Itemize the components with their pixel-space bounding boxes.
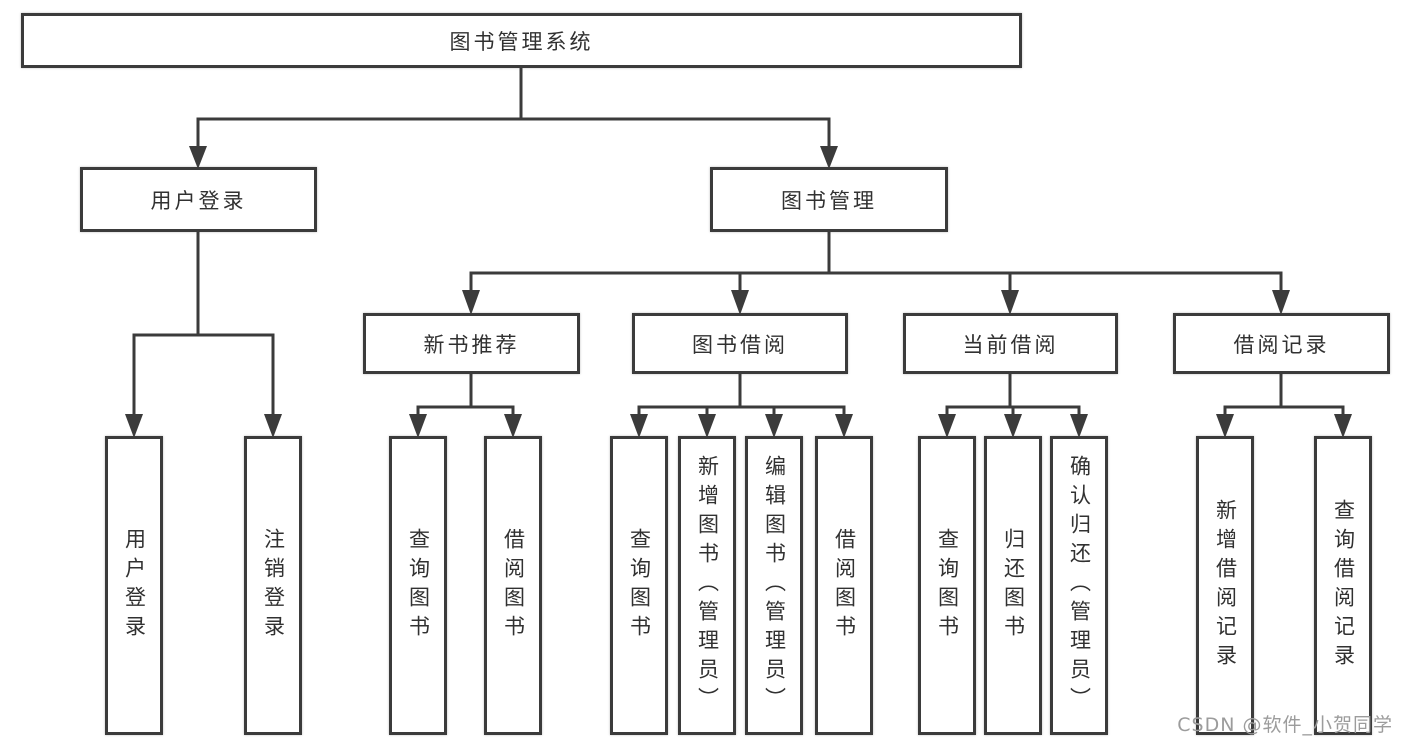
leaf-label: 查询借阅记录 (1331, 498, 1356, 673)
leaf-label: 用户登录 (122, 527, 147, 644)
node-leaf-borrow-books-borrowing: 借阅图书 (815, 436, 873, 735)
leaf-label: 查询图书 (406, 527, 431, 644)
node-leaf-return-book: 归还图书 (984, 436, 1042, 735)
leaf-label: 归还图书 (1001, 527, 1026, 644)
leaf-label: 新增图书（管理员） (695, 455, 720, 716)
node-leaf-query-books-recommend: 查询图书 (389, 436, 447, 735)
node-leaf-borrow-books-recommend: 借阅图书 (484, 436, 542, 735)
node-new-book-recommend: 新书推荐 (363, 313, 580, 374)
node-leaf-add-borrow-record: 新增借阅记录 (1196, 436, 1254, 735)
node-leaf-user-login: 用户登录 (105, 436, 163, 735)
node-borrowing-records: 借阅记录 (1173, 313, 1390, 374)
node-book-borrowing: 图书借阅 (632, 313, 848, 374)
leaf-label: 借阅图书 (832, 527, 857, 644)
node-leaf-confirm-return-admin: 确认归还（管理员） (1050, 436, 1108, 735)
node-leaf-query-borrow-record: 查询借阅记录 (1314, 436, 1372, 735)
node-leaf-query-books-borrowing: 查询图书 (610, 436, 668, 735)
leaf-label: 新增借阅记录 (1213, 498, 1238, 673)
leaf-label: 查询图书 (627, 527, 652, 644)
node-book-management: 图书管理 (710, 167, 948, 232)
node-leaf-logout: 注销登录 (244, 436, 302, 735)
leaf-label: 注销登录 (261, 527, 286, 644)
csdn-watermark: CSDN @软件_小贺同学 (1177, 714, 1393, 736)
node-user-login: 用户登录 (80, 167, 317, 232)
leaf-label: 查询图书 (935, 527, 960, 644)
node-leaf-query-books-current: 查询图书 (918, 436, 976, 735)
node-leaf-edit-book-admin: 编辑图书（管理员） (745, 436, 803, 735)
node-current-borrowing: 当前借阅 (903, 313, 1118, 374)
leaf-label: 编辑图书（管理员） (762, 455, 787, 716)
leaf-label: 借阅图书 (501, 527, 526, 644)
node-root: 图书管理系统 (21, 13, 1022, 68)
node-leaf-add-book-admin: 新增图书（管理员） (678, 436, 736, 735)
leaf-label: 确认归还（管理员） (1067, 455, 1092, 716)
